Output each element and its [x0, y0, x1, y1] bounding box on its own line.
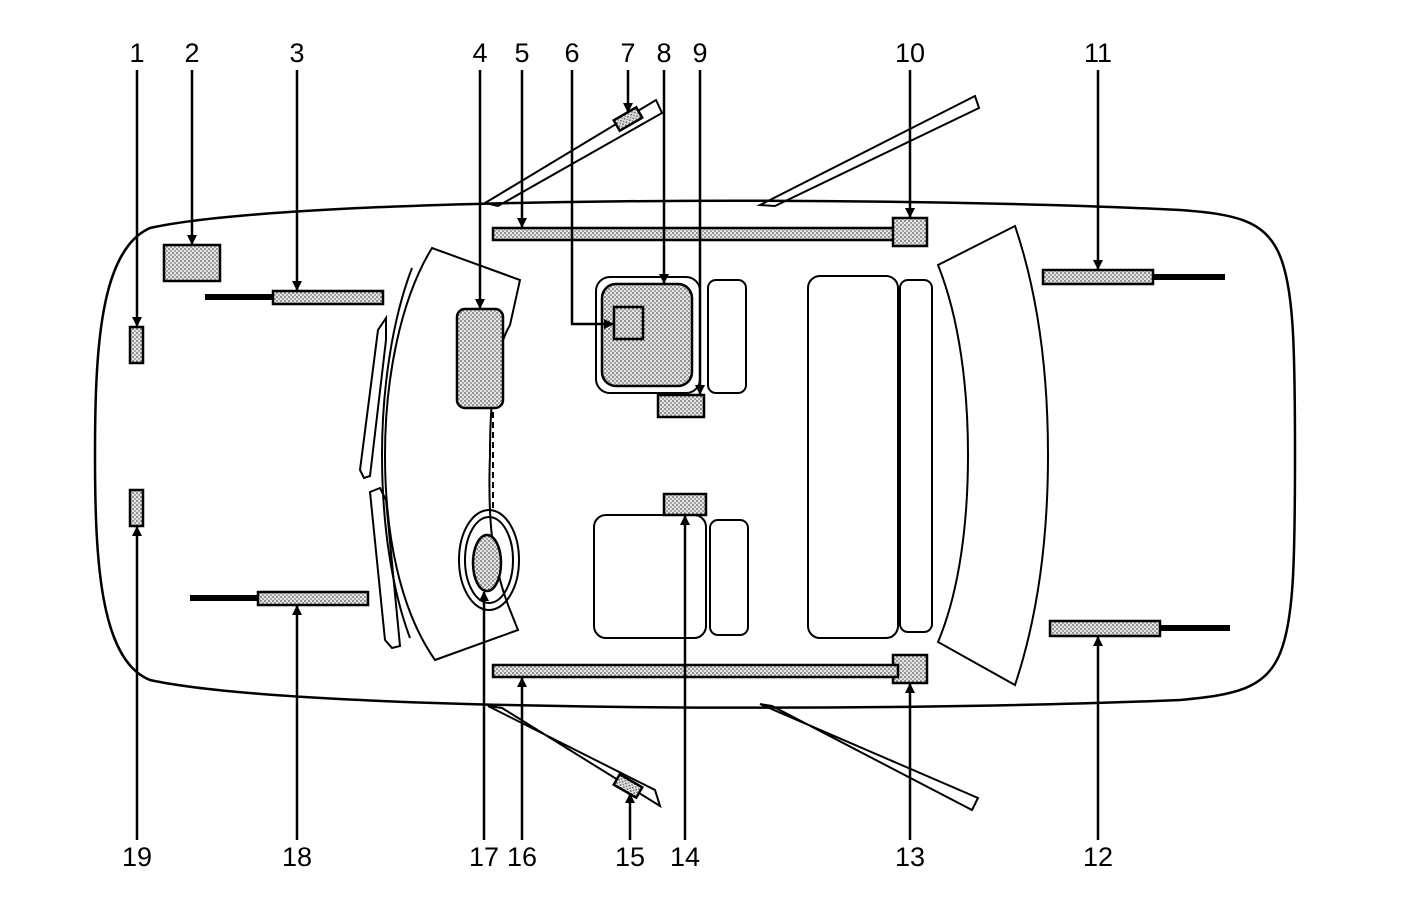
- callout-19: 19: [122, 842, 152, 872]
- callout-numbers: 1 2 3 4 5 6 7 8 9 10 11 12 13 14 15 16 1…: [122, 38, 1113, 872]
- component-10: [891, 216, 929, 248]
- steering-wheel-outer: [458, 509, 520, 611]
- callout-17: 17: [469, 842, 499, 872]
- component-2: [162, 243, 222, 283]
- rear-window: [936, 224, 1050, 687]
- sensor-wires: [190, 274, 1230, 631]
- callout-15: 15: [615, 842, 645, 872]
- callout-2: 2: [184, 38, 199, 68]
- callout-12: 12: [1083, 842, 1113, 872]
- callout-3: 3: [289, 38, 304, 68]
- component-16: [491, 663, 900, 679]
- leader-lines: [132, 70, 1103, 840]
- component-15: [612, 772, 644, 800]
- callout-14: 14: [670, 842, 700, 872]
- component-4: [455, 307, 505, 410]
- callout-16: 16: [507, 842, 537, 872]
- seats: [593, 275, 933, 639]
- callout-13: 13: [895, 842, 925, 872]
- component-3: [271, 289, 385, 306]
- leader-6: [570, 70, 614, 329]
- callout-8: 8: [656, 38, 671, 68]
- component-1: [128, 325, 145, 365]
- callout-6: 6: [564, 38, 579, 68]
- component-7: [612, 105, 644, 133]
- component-5: [491, 226, 900, 242]
- component-19: [128, 488, 145, 528]
- rear-right-door: [759, 703, 980, 812]
- component-18: [256, 590, 370, 607]
- rear-left-door: [756, 94, 981, 208]
- front-right-door: [487, 705, 662, 809]
- component-12: [1048, 619, 1162, 638]
- car-body-outline: [93, 199, 1297, 709]
- callout-4: 4: [472, 38, 487, 68]
- component-9: [656, 393, 706, 419]
- component-11: [1041, 268, 1155, 286]
- component-17: [471, 533, 503, 593]
- steering-wheel-inner: [464, 516, 514, 604]
- callout-10: 10: [895, 38, 925, 68]
- callout-1: 1: [129, 38, 144, 68]
- callout-5: 5: [514, 38, 529, 68]
- component-14: [662, 492, 708, 517]
- components: [128, 105, 1162, 800]
- wiper-blades: [358, 314, 402, 650]
- callout-18: 18: [282, 842, 312, 872]
- component-6: [612, 305, 645, 341]
- callout-7: 7: [620, 38, 635, 68]
- callout-9: 9: [692, 38, 707, 68]
- callout-11: 11: [1084, 38, 1112, 68]
